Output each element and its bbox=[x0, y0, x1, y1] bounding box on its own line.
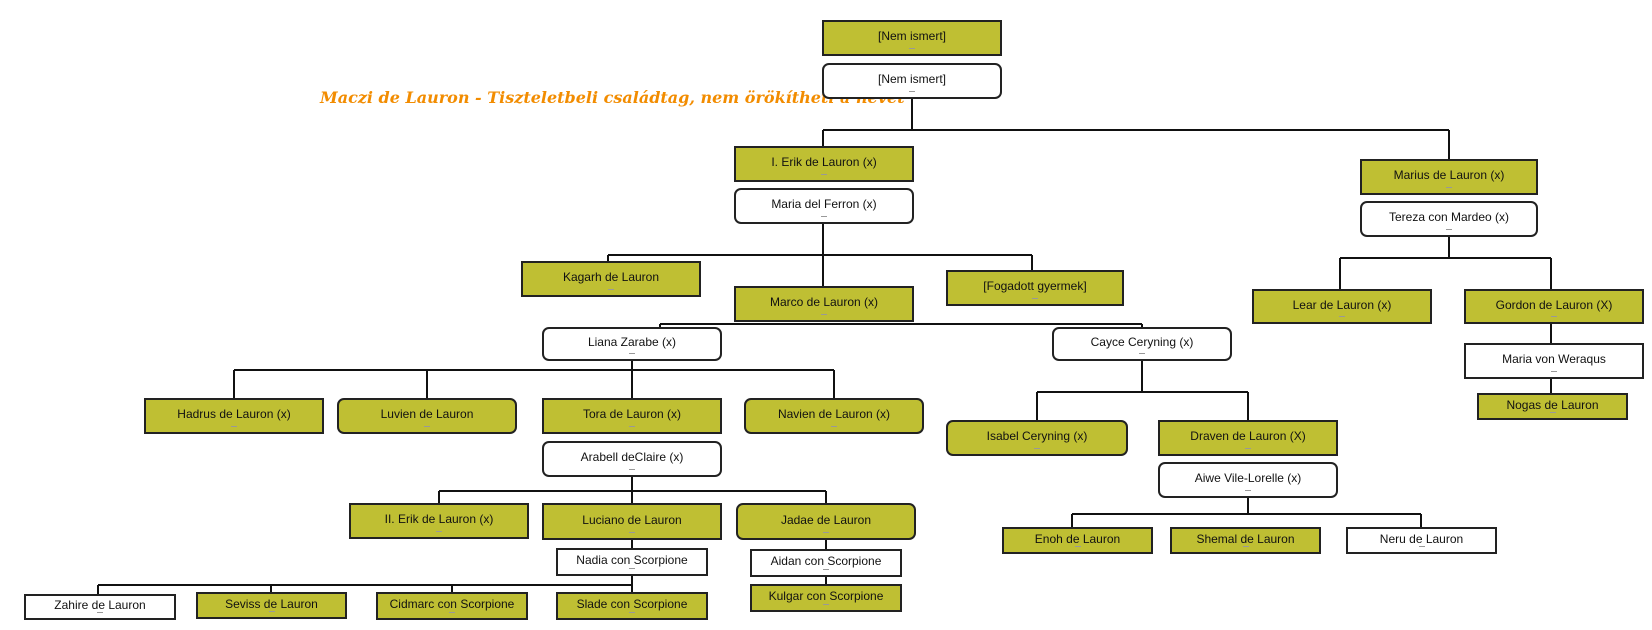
person-erik-1: I. Erik de Lauron (x) bbox=[734, 146, 914, 182]
person-aidan: Aidan con Scorpione bbox=[750, 549, 902, 577]
person-isabel: Isabel Ceryning (x) bbox=[946, 420, 1128, 456]
person-marco: Marco de Lauron (x) bbox=[734, 286, 914, 322]
honorary-member-note: Maczi de Lauron - Tiszteletbeli családta… bbox=[320, 88, 905, 107]
person-cidmarc: Cidmarc con Scorpione bbox=[376, 592, 528, 620]
person-hadrus: Hadrus de Lauron (x) bbox=[144, 398, 324, 434]
person-slade: Slade con Scorpione bbox=[556, 592, 708, 620]
person-tereza: Tereza con Mardeo (x) bbox=[1360, 201, 1538, 237]
person-liana: Liana Zarabe (x) bbox=[542, 327, 722, 361]
person-kagarh: Kagarh de Lauron bbox=[521, 261, 701, 297]
person-jadae: Jadae de Lauron bbox=[736, 503, 916, 540]
person-cayce: Cayce Ceryning (x) bbox=[1052, 327, 1232, 361]
person-navien: Navien de Lauron (x) bbox=[744, 398, 924, 434]
person-root-b: [Nem ismert] bbox=[822, 63, 1002, 99]
person-draven: Draven de Lauron (X) bbox=[1158, 420, 1338, 456]
person-kulgar: Kulgar con Scorpione bbox=[750, 584, 902, 612]
person-zahire: Zahire de Lauron bbox=[24, 594, 176, 620]
person-lear: Lear de Lauron (x) bbox=[1252, 289, 1432, 324]
person-nadia: Nadia con Scorpione bbox=[556, 548, 708, 576]
person-fogadott: [Fogadott gyermek] bbox=[946, 270, 1124, 306]
person-maria-von-weraqus: Maria von Weraqus bbox=[1464, 343, 1644, 379]
person-shemal: Shemal de Lauron bbox=[1170, 527, 1321, 554]
person-nogas: Nogas de Lauron bbox=[1477, 393, 1628, 420]
person-gordon: Gordon de Lauron (X) bbox=[1464, 289, 1644, 324]
person-maria-del-ferron: Maria del Ferron (x) bbox=[734, 188, 914, 224]
person-enoh: Enoh de Lauron bbox=[1002, 527, 1153, 554]
person-seviss: Seviss de Lauron bbox=[196, 592, 347, 619]
person-arabell: Arabell deClaire (x) bbox=[542, 441, 722, 477]
person-marius: Marius de Lauron (x) bbox=[1360, 159, 1538, 195]
person-aiwe: Aiwe Vile-Lorelle (x) bbox=[1158, 462, 1338, 498]
person-tora: Tora de Lauron (x) bbox=[542, 398, 722, 434]
person-luvien: Luvien de Lauron bbox=[337, 398, 517, 434]
person-neru: Neru de Lauron bbox=[1346, 527, 1497, 554]
person-luciano: Luciano de Lauron bbox=[542, 503, 722, 540]
person-root-a: [Nem ismert] bbox=[822, 20, 1002, 56]
person-erik-2: II. Erik de Lauron (x) bbox=[349, 503, 529, 539]
